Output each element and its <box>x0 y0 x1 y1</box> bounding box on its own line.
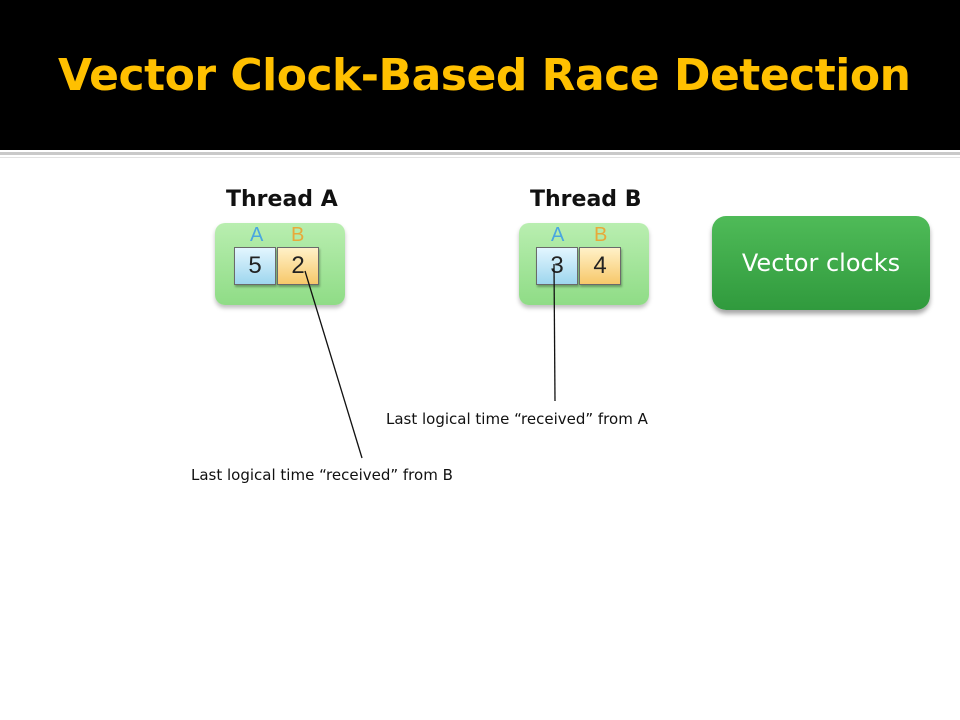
component-label-a: A <box>250 224 264 246</box>
thread-b-vector-clock: A B 3 4 <box>519 223 649 305</box>
thread-b-label: Thread B <box>530 187 642 212</box>
connector-line-from-a <box>553 263 556 402</box>
thread-a-label: Thread A <box>226 187 338 212</box>
vector-clocks-button[interactable]: Vector clocks <box>712 216 930 310</box>
vector-clocks-button-label: Vector clocks <box>741 249 901 277</box>
component-label-b: B <box>594 224 608 246</box>
component-label-b: B <box>291 224 305 246</box>
clock-cell-a: 3 <box>536 247 578 285</box>
header-divider <box>0 152 960 155</box>
clock-cell-b: 2 <box>277 247 319 285</box>
title-bar: Vector Clock-Based Race Detection <box>0 0 960 150</box>
connector-line-from-b <box>304 270 363 459</box>
clock-cell-b: 4 <box>579 247 621 285</box>
clock-cell-a: 5 <box>234 247 276 285</box>
slide-title: Vector Clock-Based Race Detection <box>58 50 911 101</box>
header-divider-thin <box>0 157 960 158</box>
thread-a-vector-clock: A B 5 2 <box>215 223 345 305</box>
annotation-received-from-b: Last logical time “received” from B <box>191 466 453 484</box>
component-label-a: A <box>551 224 565 246</box>
annotation-received-from-a: Last logical time “received” from A <box>386 410 648 428</box>
